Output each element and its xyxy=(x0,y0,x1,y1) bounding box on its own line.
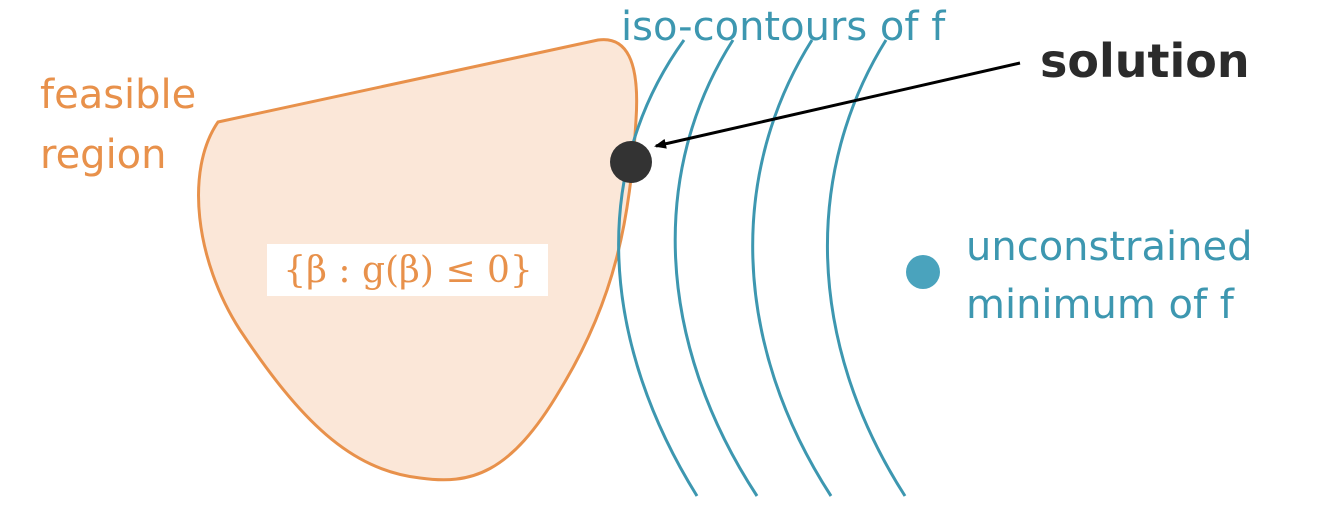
unconstrained-minimum-point xyxy=(906,255,940,289)
solution-arrow xyxy=(654,61,1021,149)
feasible-label-line2: region xyxy=(40,132,167,178)
iso-contours-label: iso-contours of f xyxy=(621,4,946,50)
solution-point xyxy=(610,141,652,183)
feasible-label-line1: feasible xyxy=(40,72,196,118)
iso-contour-4 xyxy=(825,39,907,497)
unconstrained-label-line1: unconstrained xyxy=(966,224,1252,270)
iso-contour-3 xyxy=(751,39,833,497)
iso-contour-1 xyxy=(617,39,699,497)
unconstrained-label-line2: minimum of f xyxy=(966,282,1235,328)
set-notation: {β : g(β) ≤ 0} xyxy=(283,250,533,291)
set-notation-background xyxy=(267,244,548,296)
solution-label: solution xyxy=(1040,34,1250,88)
iso-contour-2 xyxy=(673,39,759,497)
